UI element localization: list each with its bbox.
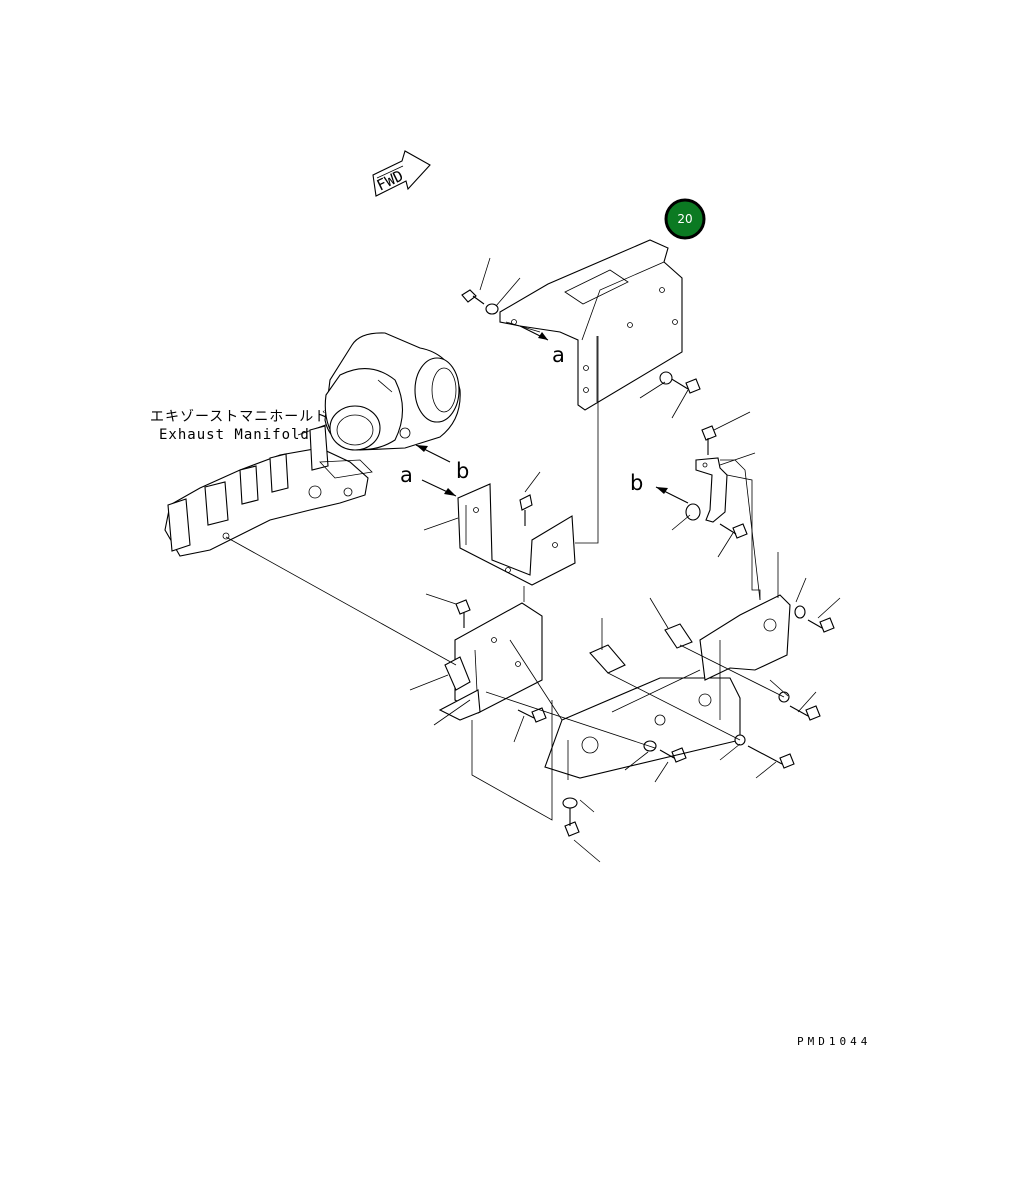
- bolt-icon: [455, 289, 835, 837]
- turbocharger: [324, 332, 461, 451]
- base-plate: [544, 669, 741, 780]
- lower-mount-bracket: [438, 602, 543, 721]
- exhaust-manifold: [164, 425, 373, 557]
- manifold-label-en: Exhaust Manifold: [159, 427, 310, 443]
- leader-lines: [409, 257, 841, 863]
- arrow-a-bracket: a: [400, 463, 457, 497]
- arrow-a-top: a: [519, 325, 565, 367]
- washer-icon: [485, 303, 806, 809]
- arrow-b-right: b: [630, 471, 689, 504]
- marker-b-left: b: [456, 459, 469, 483]
- marker-a-top: a: [552, 343, 565, 367]
- fwd-arrow-icon: FWD: [372, 150, 431, 197]
- arrow-b-manifold: b: [415, 444, 469, 483]
- marker-a-bracket: a: [400, 463, 413, 487]
- drawing-code: PMD1044: [797, 1035, 871, 1048]
- part-callout-20[interactable]: 20: [664, 198, 706, 240]
- small-strap-bracket: [695, 457, 728, 523]
- heat-shield-bracket: [499, 239, 683, 411]
- assembly-lines: [225, 321, 785, 821]
- manifold-label-jp: エキゾーストマニホールド: [150, 409, 329, 425]
- marker-b-right: b: [630, 471, 643, 495]
- callout-number: 20: [677, 212, 692, 226]
- fwd-label: FWD: [374, 167, 406, 195]
- right-bracket: [699, 459, 791, 681]
- spacer-collars: [444, 623, 693, 691]
- center-mount-bracket: [457, 483, 576, 586]
